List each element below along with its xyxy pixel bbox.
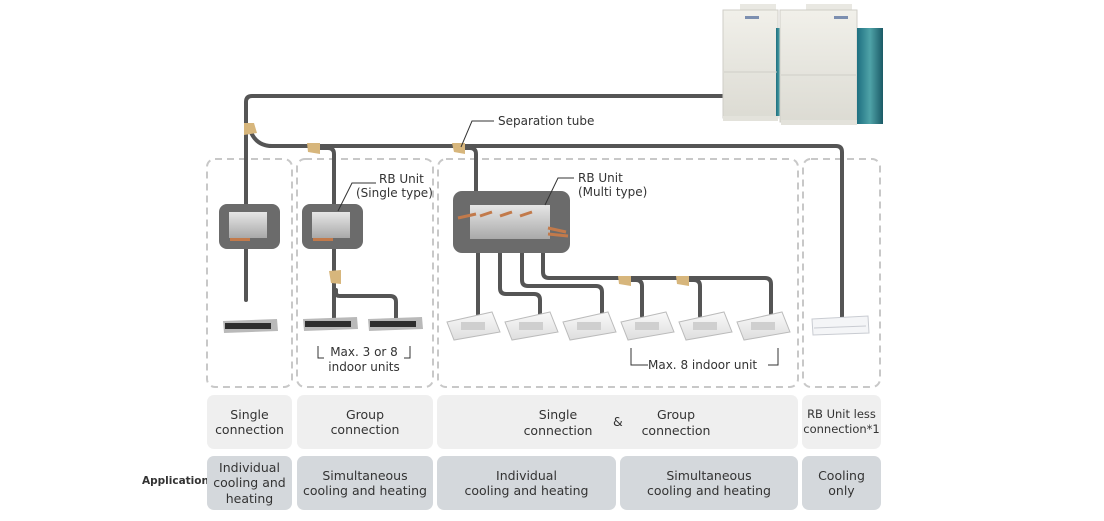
- cassette-indoor-unit-icon: [446, 311, 501, 341]
- duct-indoor-unit-icon: [303, 317, 358, 331]
- wall-indoor-unit-icon: [811, 315, 870, 336]
- callout-leaders: [317, 120, 779, 366]
- leader-rb-multi: [544, 177, 574, 206]
- duct-indoor-unit-icon: [368, 317, 423, 331]
- cassette-indoor-unit-icon: [504, 311, 559, 341]
- multi-out-3: [520, 250, 604, 316]
- application-row-label: Application: [142, 475, 209, 487]
- bracket-group-left: [317, 346, 324, 359]
- rb-single-callout-line2: (Single type): [356, 186, 433, 200]
- separation-tube-icon: [618, 276, 631, 286]
- application-individual-multi: Individual cooling and heating: [437, 456, 616, 510]
- cassette-indoor-unit-icon: [736, 311, 791, 341]
- rb-unit-single-icon: [302, 204, 363, 249]
- connection-single-part: Single connection: [523, 407, 593, 438]
- bracket-group-right: [404, 346, 411, 359]
- application-individual-single: Individual cooling and heating: [207, 456, 292, 510]
- separation-tube-callout: Separation tube: [498, 114, 595, 128]
- separation-tube-icon: [244, 123, 257, 135]
- max-group-units-line1: Max. 3 or 8: [330, 345, 398, 359]
- application-cooling-only: Cooling only: [802, 456, 881, 510]
- separation-tube-icon: [329, 270, 341, 284]
- separation-tube-icon: [307, 143, 320, 154]
- cassette-indoor-unit-icon: [562, 311, 617, 341]
- cassette-indoor-unit-icon: [678, 311, 733, 341]
- group-frame-multi: [437, 158, 799, 388]
- branch-group: [314, 146, 336, 320]
- multi-out-4-a: [624, 278, 644, 318]
- main-pipe-upper: [244, 94, 730, 302]
- rb-single-callout-line1: RB Unit: [379, 172, 424, 186]
- duct-indoor-units: [223, 317, 423, 333]
- outdoor-unit-icon: [722, 4, 883, 125]
- group-split: [334, 288, 398, 320]
- rb-unit-multi-icon: [453, 191, 570, 253]
- application-simultaneous-multi: Simultaneous cooling and heating: [620, 456, 798, 510]
- separation-tube-icon: [676, 276, 689, 286]
- leader-separation-tube: [460, 120, 494, 148]
- branch-multi: [460, 146, 478, 194]
- multi-out-4: [541, 250, 773, 316]
- connection-group-part: Group connection: [641, 407, 711, 438]
- rb-multi-callout-line1: RB Unit: [578, 171, 623, 185]
- max-multi-units: Max. 8 indoor unit: [648, 358, 758, 372]
- max-group-units-line2: indoor units: [328, 360, 400, 374]
- main-pipe-lower: [248, 128, 844, 320]
- bracket-multi-left: [630, 348, 648, 366]
- bracket-multi-right: [768, 348, 779, 366]
- connection-single-and-group: Single connection & Group connection: [437, 395, 798, 449]
- cassette-indoor-unit-icon: [620, 311, 675, 341]
- rb-multi-callout-line2: (Multi type): [578, 185, 648, 199]
- separation-tube-icon: [452, 143, 465, 154]
- group-frame-group: [296, 158, 434, 388]
- leader-rb-single: [337, 182, 376, 212]
- multi-out-4-b: [682, 278, 702, 318]
- application-simultaneous-group: Simultaneous cooling and heating: [297, 456, 433, 510]
- multi-out-2: [498, 250, 542, 316]
- group-frame-single: [206, 158, 293, 388]
- connection-rb-less: RB Unit less connection*1: [802, 395, 881, 449]
- connection-single: Single connection: [207, 395, 292, 449]
- duct-indoor-unit-icon: [223, 319, 278, 333]
- refrigerant-piping: [244, 94, 844, 320]
- ampersand: &: [613, 414, 623, 429]
- cassette-indoor-units: [446, 311, 791, 341]
- rb-unit-single-icon: [219, 204, 280, 249]
- connection-group: Group connection: [297, 395, 433, 449]
